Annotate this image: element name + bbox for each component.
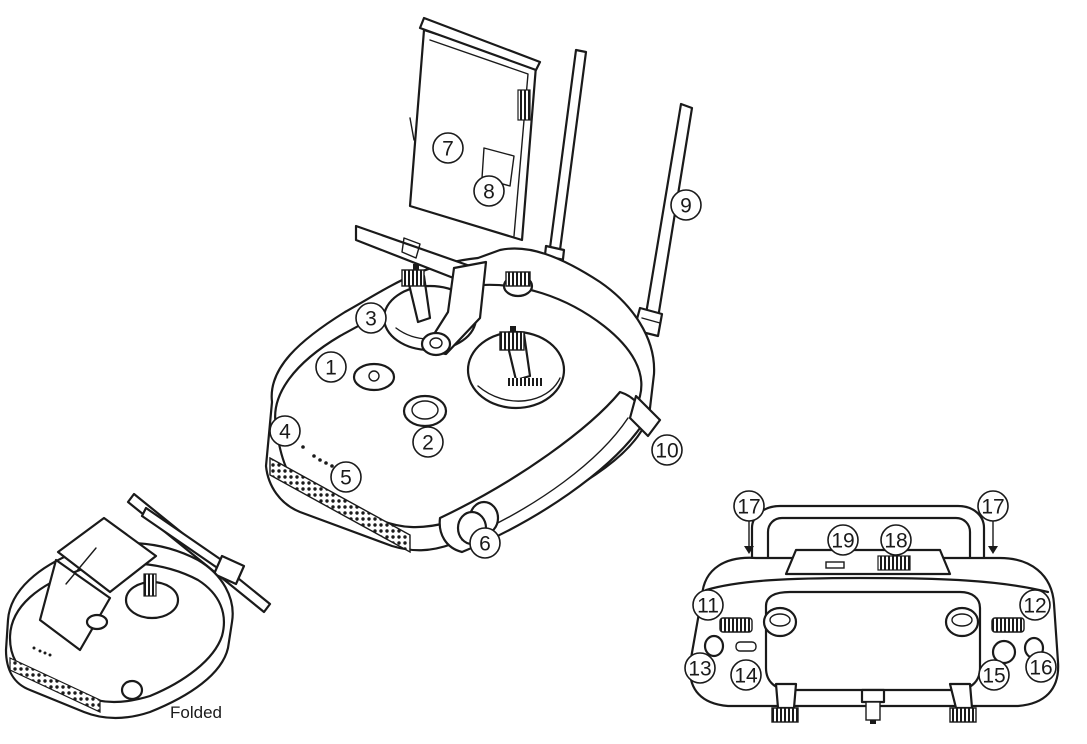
folded-controller	[4, 492, 272, 720]
callout-5: 5	[330, 461, 362, 493]
callout-15: 15	[978, 659, 1010, 691]
svg-text:12: 12	[1023, 595, 1046, 618]
rear-stick-left	[771, 682, 799, 723]
svg-text:9: 9	[680, 195, 692, 218]
svg-text:7: 7	[442, 138, 454, 161]
left-antenna	[542, 48, 588, 270]
callout-2: 2	[412, 426, 444, 458]
main-controller	[264, 16, 694, 554]
callout-6: 6	[469, 527, 501, 559]
svg-text:19: 19	[831, 530, 854, 553]
svg-text:14: 14	[734, 665, 758, 688]
callout-17-left: 17	[733, 490, 765, 522]
power-button	[352, 362, 396, 392]
callout-18: 18	[880, 524, 912, 556]
svg-text:16: 16	[1029, 657, 1052, 680]
rear-stick-right	[948, 682, 977, 723]
svg-text:11: 11	[697, 595, 719, 618]
callout-16: 16	[1025, 651, 1057, 683]
svg-text:1: 1	[325, 357, 337, 380]
svg-text:2: 2	[422, 432, 434, 455]
folded-caption: Folded	[170, 703, 222, 722]
svg-text:15: 15	[982, 665, 1005, 688]
svg-text:5: 5	[340, 467, 352, 490]
rear-view-controller	[688, 504, 1060, 724]
callout-14: 14	[730, 659, 762, 691]
mobile-device-holder	[354, 16, 542, 357]
usb-port	[825, 561, 845, 569]
svg-text:17: 17	[737, 496, 760, 519]
svg-text:6: 6	[479, 533, 491, 556]
rth-button	[402, 394, 448, 428]
rear-antenna-base	[860, 688, 886, 724]
callout-12: 12	[1019, 589, 1051, 621]
callout-7: 7	[432, 132, 464, 164]
svg-text:3: 3	[365, 308, 377, 331]
callout-9: 9	[670, 189, 702, 221]
callout-8: 8	[473, 175, 505, 207]
callout-13: 13	[684, 652, 716, 684]
rear-dial	[628, 394, 662, 438]
callout-1: 1	[315, 351, 347, 383]
svg-text:8: 8	[483, 181, 495, 204]
upper-knob	[502, 271, 534, 298]
callout-3: 3	[355, 302, 387, 334]
callout-19: 19	[827, 524, 859, 556]
gimbal-setting-dial	[877, 555, 911, 571]
svg-text:4: 4	[279, 421, 291, 444]
svg-text:10: 10	[655, 440, 678, 463]
callout-17-right: 17	[977, 490, 1009, 522]
right-control-stick	[466, 326, 566, 410]
callout-4: 4	[269, 415, 301, 447]
callout-11: 11	[692, 589, 724, 621]
svg-text:13: 13	[688, 658, 711, 681]
svg-text:18: 18	[884, 530, 907, 553]
battery-level-leds	[301, 445, 334, 468]
callout-10: 10	[651, 434, 683, 466]
speaker-grille	[269, 456, 411, 554]
svg-text:17: 17	[981, 496, 1004, 519]
